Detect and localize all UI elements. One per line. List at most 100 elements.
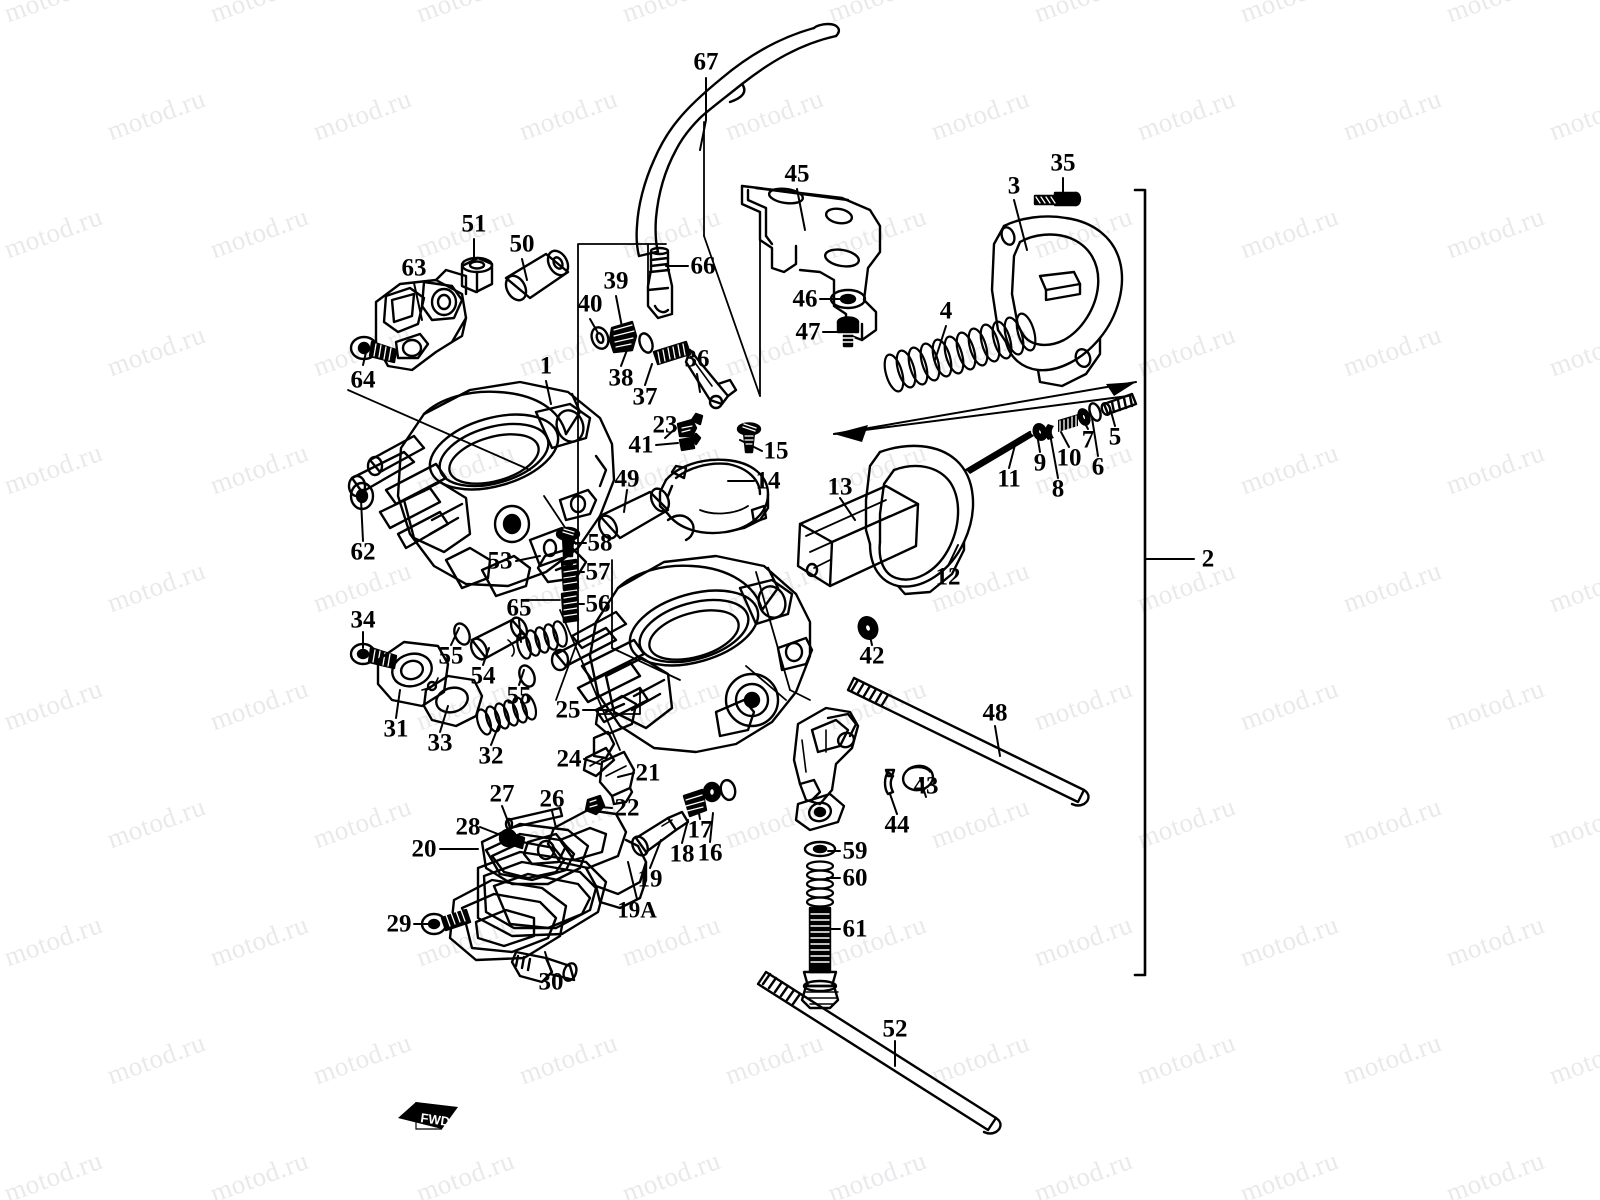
part-callout-53[interactable]: 53 — [487, 547, 513, 575]
part-10-spring — [1058, 414, 1078, 432]
part-40-oring — [590, 326, 610, 350]
part-callout-54[interactable]: 54 — [470, 662, 496, 690]
part-39-screwhead — [608, 320, 638, 354]
part-callout-4[interactable]: 4 — [939, 297, 953, 325]
part-callout-23[interactable]: 23 — [652, 411, 678, 439]
part-49-pipe — [597, 487, 695, 542]
part-callout-29[interactable]: 29 — [386, 910, 412, 938]
part-callout-15[interactable]: 15 — [763, 437, 789, 465]
part-callout-63[interactable]: 63 — [401, 254, 427, 282]
part-callout-3[interactable]: 3 — [1007, 172, 1021, 200]
part-callout-60[interactable]: 60 — [842, 864, 868, 892]
fwd-direction-marker: FWD — [396, 1098, 462, 1134]
part-callout-62[interactable]: 62 — [350, 538, 376, 566]
part-55-oring-upper — [453, 622, 471, 646]
part-callout-10[interactable]: 10 — [1056, 444, 1082, 472]
svg-text:FWD: FWD — [420, 1110, 451, 1129]
part-callout-50[interactable]: 50 — [509, 230, 535, 258]
part-callout-41[interactable]: 41 — [628, 431, 654, 459]
part-callout-45[interactable]: 45 — [784, 160, 810, 188]
part-callout-1[interactable]: 1 — [539, 352, 553, 380]
part-callout-5[interactable]: 5 — [1108, 423, 1122, 451]
part-13-slide — [796, 484, 920, 588]
part-callout-55[interactable]: 55 — [438, 642, 464, 670]
part-23-fitting — [676, 412, 704, 438]
part-callout-16[interactable]: 16 — [697, 839, 723, 867]
part-callout-39[interactable]: 39 — [603, 267, 629, 295]
part-callout-65[interactable]: 65 — [506, 594, 532, 622]
assembly-outline — [347, 235, 761, 751]
part-callout-38[interactable]: 38 — [608, 364, 634, 392]
part-callout-61[interactable]: 61 — [842, 915, 868, 943]
part-callout-64[interactable]: 64 — [350, 366, 376, 394]
part-callout-30[interactable]: 30 — [538, 968, 564, 996]
part-callout-36[interactable]: 36 — [684, 345, 710, 373]
part-callout-32[interactable]: 32 — [478, 742, 504, 770]
part-48-bolt — [846, 676, 1090, 807]
part-callout-12[interactable]: 12 — [935, 563, 961, 591]
part-19-needle — [631, 810, 690, 857]
part-callout-33[interactable]: 33 — [427, 729, 453, 757]
part-callout-19[interactable]: 19 — [637, 865, 663, 893]
part-callout-14[interactable]: 14 — [755, 467, 781, 495]
part-24-jet — [582, 746, 616, 778]
part-62-boss — [349, 481, 375, 511]
part-52-bolt — [756, 970, 1002, 1135]
part-56-jet — [560, 590, 580, 624]
part-callout-19A[interactable]: 19A — [617, 897, 657, 923]
part-callout-27[interactable]: 27 — [489, 780, 515, 808]
part-callout-51[interactable]: 51 — [461, 210, 487, 238]
part-callout-43[interactable]: 43 — [913, 772, 939, 800]
part-callout-22[interactable]: 22 — [614, 794, 640, 822]
part-callout-56[interactable]: 56 — [585, 590, 611, 618]
part-41-fitting — [678, 432, 702, 452]
part-callout-18[interactable]: 18 — [669, 840, 695, 868]
part-callout-21[interactable]: 21 — [635, 759, 661, 787]
part-21-jet — [598, 750, 636, 806]
part-35-bolt — [1033, 191, 1082, 207]
part-callout-42[interactable]: 42 — [859, 642, 885, 670]
part-32-spring — [475, 693, 538, 736]
part-callout-25[interactable]: 25 — [555, 696, 581, 724]
part-36-pilot-screw — [684, 348, 738, 410]
part-callout-9[interactable]: 9 — [1033, 449, 1047, 477]
part-callout-47[interactable]: 47 — [795, 318, 821, 346]
part-callout-7[interactable]: 7 — [1081, 426, 1095, 454]
part-callout-2[interactable]: 2 — [1201, 545, 1215, 573]
part-callout-40[interactable]: 40 — [577, 290, 603, 318]
part-callout-66[interactable]: 66 — [690, 252, 716, 280]
part-callout-44[interactable]: 44 — [884, 811, 910, 839]
part-callout-20[interactable]: 20 — [411, 835, 437, 863]
part-callout-8[interactable]: 8 — [1051, 475, 1065, 503]
part-callout-35[interactable]: 35 — [1050, 149, 1076, 177]
part-callout-13[interactable]: 13 — [827, 473, 853, 501]
part-29-screw — [420, 908, 472, 936]
part-callout-6[interactable]: 6 — [1091, 453, 1105, 481]
part-callout-48[interactable]: 48 — [982, 699, 1008, 727]
part-callout-59[interactable]: 59 — [842, 837, 868, 865]
part-callout-46[interactable]: 46 — [792, 285, 818, 313]
part-callout-24[interactable]: 24 — [556, 745, 582, 773]
part-3-flange — [990, 215, 1124, 388]
part-8-clip — [1045, 424, 1054, 440]
part-callout-34[interactable]: 34 — [350, 606, 376, 634]
part-14-clamp — [658, 458, 770, 535]
part-callout-49[interactable]: 49 — [614, 465, 640, 493]
part-callout-11[interactable]: 11 — [997, 465, 1021, 493]
part-43-cap — [901, 764, 935, 792]
construction-lines — [703, 121, 811, 701]
part-callout-31[interactable]: 31 — [383, 715, 409, 743]
part-callout-67[interactable]: 67 — [693, 48, 719, 76]
part-callout-57[interactable]: 57 — [585, 558, 611, 586]
part-callout-52[interactable]: 52 — [882, 1015, 908, 1043]
part-callout-28[interactable]: 28 — [455, 813, 481, 841]
part-18-seat — [682, 788, 708, 818]
part-callout-58[interactable]: 58 — [587, 529, 613, 557]
part-callout-55[interactable]: 55 — [506, 682, 532, 710]
part-callout-17[interactable]: 17 — [687, 816, 713, 844]
assembly-arrows — [833, 381, 1137, 442]
part-callout-26[interactable]: 26 — [539, 785, 565, 813]
part-callout-37[interactable]: 37 — [632, 383, 658, 411]
